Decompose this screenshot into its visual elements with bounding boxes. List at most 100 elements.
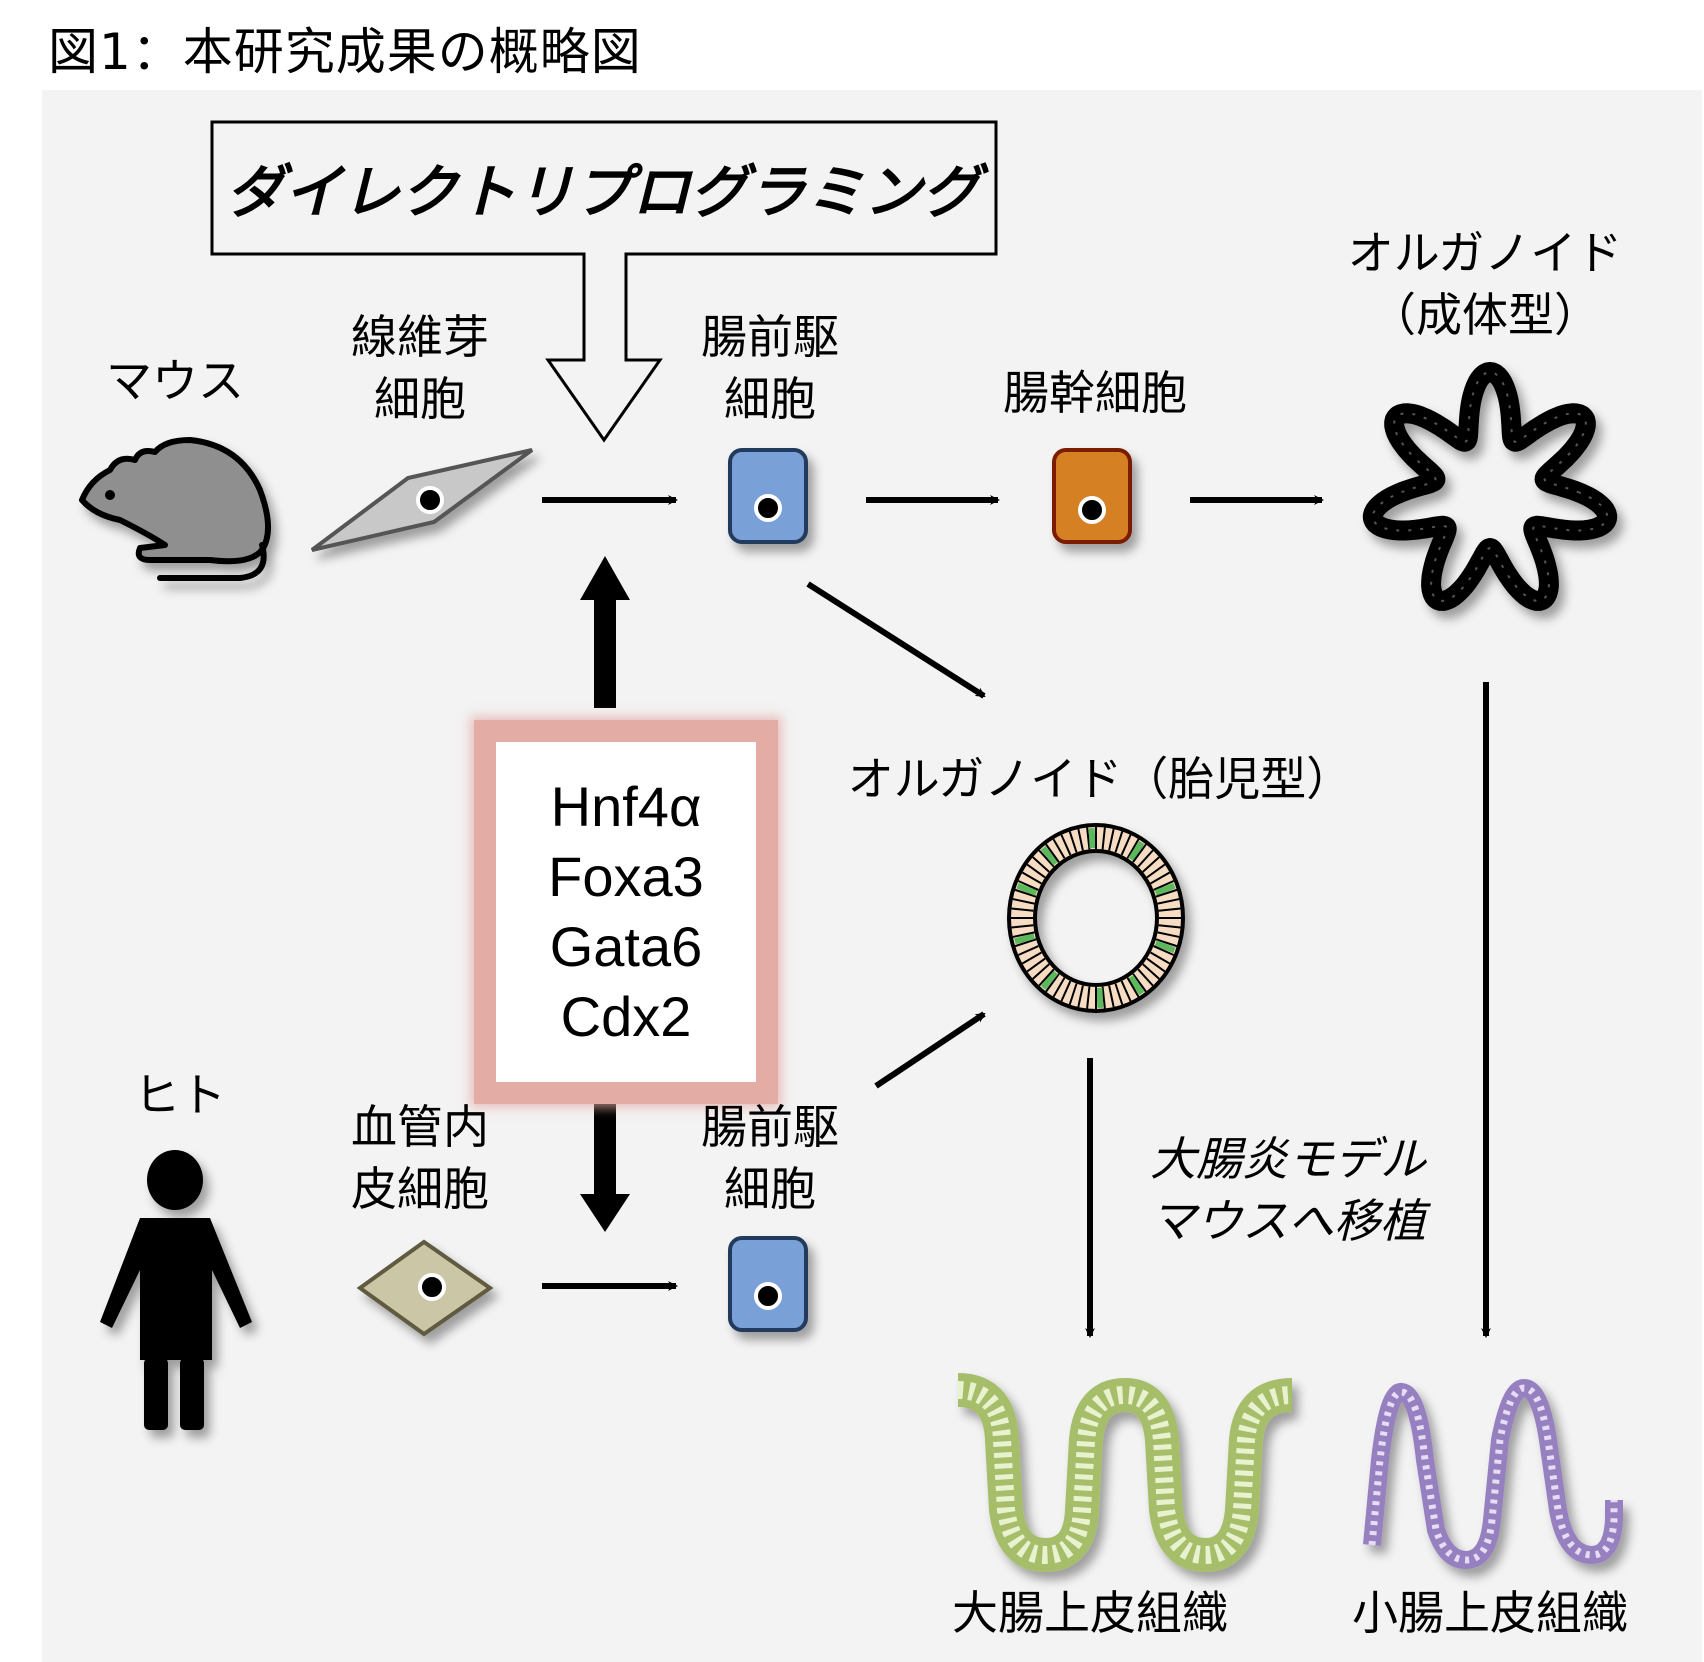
factor-hnf4a: Hnf4α bbox=[550, 775, 702, 838]
adult-organoid-label: オルガノイド （成体型） bbox=[1310, 222, 1660, 346]
small-intestine-epithelium-icon bbox=[1363, 1378, 1623, 1570]
fetal-organoid-green-cell bbox=[1040, 970, 1059, 990]
fetal-organoid-cell-border bbox=[1068, 831, 1078, 853]
fetal-organoid-cell-border bbox=[1012, 898, 1035, 905]
stem-cell-label: 腸幹細胞 bbox=[1003, 366, 1187, 420]
factor-foxa3: Foxa3 bbox=[548, 845, 704, 908]
fetal-organoid-cell-border bbox=[1086, 827, 1091, 850]
fetal-organoid-cell-border bbox=[1137, 968, 1154, 987]
fetal-organoid-cell-border bbox=[1052, 977, 1066, 998]
mouse-label: マウス bbox=[106, 354, 244, 408]
fetal-organoid-cell-border bbox=[1142, 856, 1160, 873]
colon-epithelium-label: 大腸上皮組織 bbox=[952, 1586, 1228, 1640]
fetal-organoid-green-cell bbox=[1154, 940, 1176, 954]
fetal-organoid-green-cell bbox=[1128, 975, 1145, 996]
fetal-organoid-cell-border bbox=[1060, 834, 1072, 856]
fibroblast-label-line2: 細胞 bbox=[374, 372, 466, 426]
fetal-organoid-cell-border bbox=[1026, 863, 1046, 879]
fetal-organoid-cell-border bbox=[1014, 888, 1037, 898]
human-progenitor-label: 腸前駆 細胞 bbox=[670, 1096, 870, 1220]
fetal-organoid-cell-border bbox=[1068, 983, 1078, 1005]
factor-gata6: Gata6 bbox=[549, 915, 703, 978]
fetal-organoid-cell-border bbox=[1017, 945, 1039, 956]
human-label: ヒト bbox=[134, 1068, 226, 1122]
reprogramming-callout bbox=[210, 120, 998, 443]
adult-organoid-icon bbox=[1362, 362, 1618, 611]
fetal-organoid-cell-border bbox=[1155, 888, 1178, 898]
fetal-organoid-cell-border bbox=[1142, 963, 1160, 980]
human-progenitor-label-line1: 腸前駆 bbox=[701, 1100, 839, 1154]
human-progenitor-label-line2: 細胞 bbox=[724, 1162, 816, 1216]
small-intestine-epithelium-label: 小腸上皮組織 bbox=[1352, 1586, 1628, 1640]
fetal-organoid-cell-border bbox=[1114, 983, 1124, 1005]
arrow-progenitor-to-fetal-organoid bbox=[806, 581, 986, 699]
fetal-organoid-cell-border bbox=[1153, 945, 1175, 956]
fetal-organoid-cell-border bbox=[1060, 980, 1072, 1002]
factor-arrow-down bbox=[580, 1080, 630, 1232]
fetal-organoid-cell-border bbox=[1158, 907, 1181, 912]
figure-title: 図1：本研究成果の概略図 bbox=[48, 23, 642, 81]
transcription-factor-box: Hnf4α Foxa3 Gata6 Cdx2 bbox=[474, 720, 778, 1104]
fetal-organoid-cell-border bbox=[1017, 880, 1039, 891]
fetal-organoid-cell-border bbox=[1137, 849, 1154, 868]
fetal-organoid-cell-border bbox=[1120, 834, 1132, 856]
fetal-organoid-cell-border bbox=[1126, 838, 1140, 859]
fetal-organoid-cell-border bbox=[1032, 963, 1050, 980]
fetal-organoid-cell-border bbox=[1157, 898, 1180, 905]
fetal-organoid-cell-border bbox=[1120, 980, 1132, 1002]
fetal-organoid-cell-border bbox=[1086, 986, 1091, 1009]
fetal-organoid-cell-border bbox=[1032, 856, 1050, 873]
fetal-organoid-icon bbox=[1007, 823, 1185, 1013]
fetal-organoid-cell-border bbox=[1126, 977, 1140, 998]
transplant-label: 大腸炎モデル マウスへ移植 bbox=[1108, 1128, 1468, 1252]
fetal-organoid-cell-border bbox=[1014, 938, 1037, 948]
fibroblast-cell-icon bbox=[310, 448, 534, 552]
fetal-organoid-green-cell bbox=[1016, 882, 1038, 896]
mouse-icon bbox=[79, 437, 272, 581]
adult-organoid-label-line2: （成体型） bbox=[1370, 288, 1600, 342]
fetal-organoid-cell-border bbox=[1132, 843, 1147, 863]
diagram-panel bbox=[42, 90, 1702, 1662]
colon-epithelium-icon bbox=[957, 1373, 1293, 1573]
fetal-organoid-cell-border bbox=[1045, 973, 1060, 993]
fetal-organoid-green-cell bbox=[1088, 827, 1096, 849]
endothelial-label-line2: 皮細胞 bbox=[351, 1162, 489, 1216]
mouse-progenitor-label-line2: 細胞 bbox=[724, 372, 816, 426]
mouse-progenitor-label: 腸前駆 細胞 bbox=[670, 306, 870, 430]
fetal-organoid-green-cell bbox=[1128, 840, 1145, 861]
mouse-progenitor-label-line1: 腸前駆 bbox=[701, 310, 839, 364]
stem-cell-icon bbox=[1052, 448, 1132, 544]
fetal-organoid-cell-border bbox=[1052, 838, 1066, 859]
adult-organoid-label-line1: オルガノイド bbox=[1347, 226, 1623, 280]
fetal-organoid-cell-border bbox=[1021, 871, 1042, 885]
fetal-organoid-cell-border bbox=[1101, 827, 1106, 850]
fetal-organoid-cell-border bbox=[1011, 924, 1034, 929]
mouse-progenitor-cell-icon bbox=[728, 448, 808, 544]
fetal-organoid-cell-border bbox=[1012, 931, 1035, 938]
fetal-organoid-cell-border bbox=[1153, 880, 1175, 891]
fetal-organoid-cell-border bbox=[1108, 828, 1115, 851]
fetal-organoid-cell-border bbox=[1157, 931, 1180, 938]
fetal-organoid-green-cell bbox=[1096, 987, 1104, 1009]
fetal-organoid-cell-border bbox=[1114, 831, 1124, 853]
fetal-organoid-cell-border bbox=[1101, 986, 1106, 1009]
fibroblast-label: 線維芽 細胞 bbox=[320, 306, 520, 430]
fibroblast-label-line1: 線維芽 bbox=[351, 310, 489, 364]
fetal-organoid-cell-border bbox=[1045, 843, 1060, 863]
fetal-organoid-cell-border bbox=[1146, 957, 1166, 973]
endothelial-label: 血管内 皮細胞 bbox=[320, 1096, 520, 1220]
fetal-organoid-cell-border bbox=[1146, 863, 1166, 879]
endothelial-label-line1: 血管内 bbox=[351, 1100, 489, 1154]
fetal-organoid-cell-border bbox=[1077, 985, 1084, 1008]
fetal-organoid-label: オルガノイド（胎児型） bbox=[847, 752, 1353, 806]
factor-arrow-up bbox=[580, 556, 630, 708]
fetal-organoid-cell-border bbox=[1038, 968, 1055, 987]
fetal-organoid-cell-border bbox=[1077, 828, 1084, 851]
fetal-organoid-cell-border bbox=[1011, 907, 1034, 912]
human-progenitor-cell-icon bbox=[728, 1236, 808, 1332]
endothelial-cell-icon bbox=[356, 1239, 494, 1337]
fetal-organoid-cell-border bbox=[1132, 973, 1147, 993]
transplant-label-line1: 大腸炎モデル bbox=[1150, 1132, 1426, 1186]
fetal-organoid-cell-border bbox=[1150, 951, 1171, 965]
